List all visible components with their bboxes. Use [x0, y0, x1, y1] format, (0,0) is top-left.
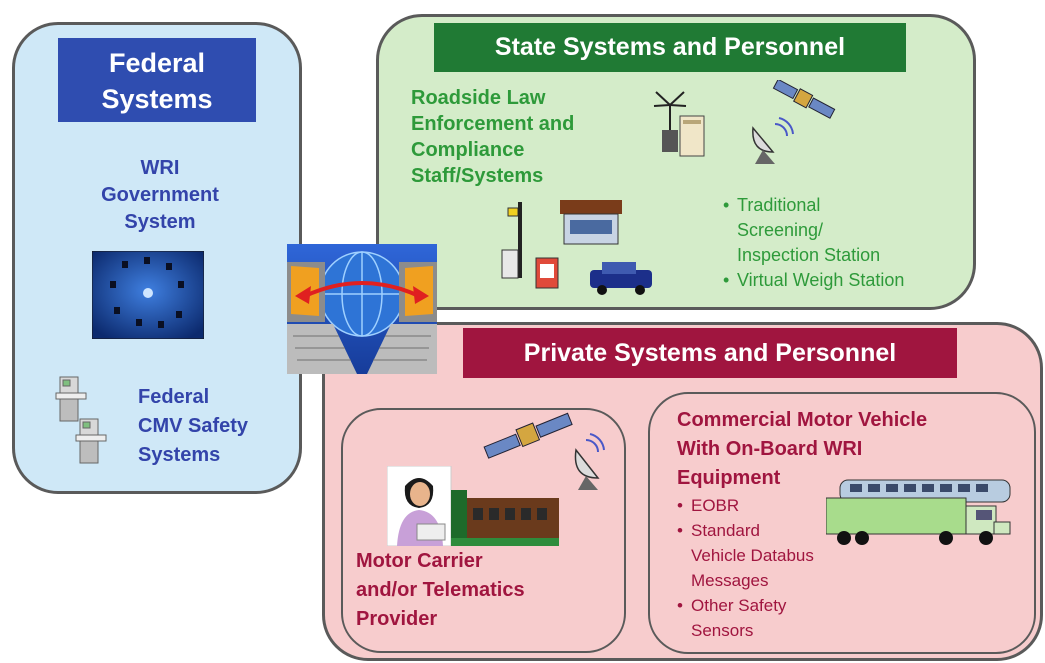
traditional-station-item: Traditional Screening/ Inspection Statio…: [723, 193, 904, 268]
federal-cmv-line-1: Federal: [138, 386, 210, 408]
federal-header-line-1: Federal: [108, 48, 206, 78]
sensors-line-2: Sensors: [691, 621, 754, 640]
cmv-box: [648, 392, 1036, 654]
databus-line-3: Messages: [691, 571, 769, 590]
wri-label-line-1: WRI: [140, 157, 180, 179]
traditional-line-2: Screening/: [737, 220, 824, 240]
wri-label-line-2: Government: [101, 184, 219, 206]
cmv-equipment-list: EOBR Standard Vehicle Databus Messages O…: [677, 493, 814, 643]
federal-systems-header: Federal Systems: [58, 38, 256, 122]
cmv-onboard-label: Commercial Motor Vehicle With On-Board W…: [677, 406, 997, 493]
roadside-line-3: Compliance: [411, 139, 525, 161]
dispatcher-office-icon: [387, 466, 559, 546]
network-connection-icon: [287, 244, 437, 374]
wri-label-line-3: System: [124, 211, 196, 233]
virtual-weigh-line-1: Virtual Weigh Station: [737, 270, 905, 290]
databus-item: Standard Vehicle Databus Messages: [677, 518, 814, 593]
cmv-line-1: Commercial Motor Vehicle: [677, 409, 928, 431]
roadside-line-1: Roadside Law: [411, 87, 546, 109]
carrier-line-1: Motor Carrier: [356, 550, 483, 572]
satellite-dish-icon: [752, 80, 836, 164]
federal-computers-icon: [55, 376, 107, 464]
cmv-line-2: With On-Board WRI: [677, 438, 863, 460]
virtual-weigh-station-item: Virtual Weigh Station: [723, 268, 904, 293]
eobr-item: EOBR: [677, 493, 814, 518]
carrier-line-2: and/or Telematics: [356, 579, 525, 601]
traditional-line-3: Inspection Station: [737, 245, 881, 265]
roadside-enforcement-label: Roadside Law Enforcement and Compliance …: [411, 85, 626, 189]
state-systems-header: State Systems and Personnel: [434, 23, 906, 72]
radio-tower-icon: [653, 91, 705, 157]
federal-cmv-safety-label: Federal CMV Safety Systems: [138, 383, 288, 470]
government-network-icon: [92, 251, 204, 339]
state-stations-list: Traditional Screening/ Inspection Statio…: [723, 193, 904, 293]
cmv-line-3: Equipment: [677, 467, 781, 489]
carrier-satellite-dish-icon: [483, 412, 605, 490]
motor-carrier-label: Motor Carrier and/or Telematics Provider: [356, 547, 606, 634]
carrier-line-3: Provider: [356, 608, 438, 630]
private-systems-header: Private Systems and Personnel: [463, 328, 957, 378]
motor-carrier-box: [341, 408, 626, 653]
wri-government-system-label: WRI Government System: [60, 155, 260, 236]
federal-header-line-2: Systems: [101, 84, 213, 114]
roadside-line-2: Enforcement and: [411, 113, 575, 135]
truck-and-bus-icon: [826, 479, 1011, 545]
traditional-line-1: Traditional: [737, 195, 821, 215]
federal-cmv-line-2: CMV Safety: [138, 415, 249, 437]
databus-line-1: Standard: [691, 521, 760, 540]
safety-sensors-item: Other Safety Sensors: [677, 593, 814, 643]
eobr-line-1: EOBR: [691, 496, 740, 515]
federal-cmv-line-3: Systems: [138, 444, 221, 466]
sensors-line-1: Other Safety: [691, 596, 787, 615]
roadside-station-icon: [501, 200, 652, 295]
databus-line-2: Vehicle Databus: [691, 546, 814, 565]
roadside-line-4: Staff/Systems: [411, 165, 544, 187]
